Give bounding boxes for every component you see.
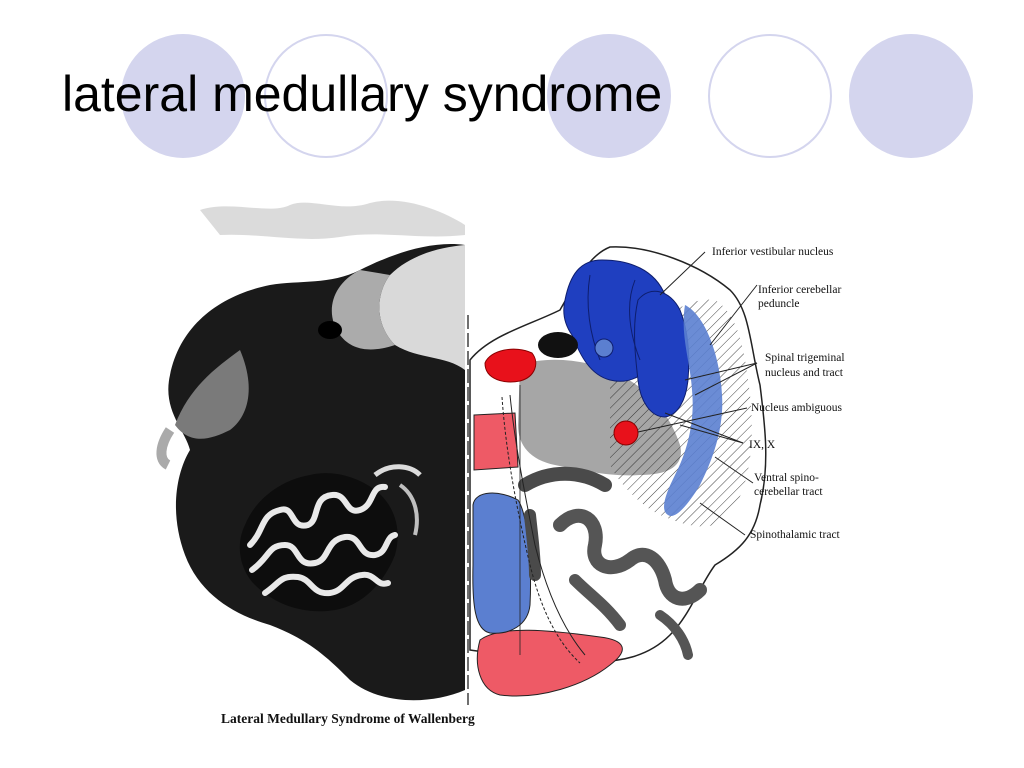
label-inferior-vestibular-nucleus: Inferior vestibular nucleus — [712, 246, 834, 258]
slide-title: lateral medullary syndrome — [62, 66, 663, 122]
label-ventral-spino-line1: Ventral spino- — [754, 472, 819, 484]
medulla-cross-section — [156, 200, 767, 705]
figure-caption: Lateral Medullary Syndrome of Wallenberg — [221, 711, 475, 726]
label-ventral-spino-line2: cerebellar tract — [754, 486, 823, 498]
decor-circle-2 — [264, 34, 388, 158]
label-spinal-trigeminal-line1: Spinal trigeminal — [765, 352, 845, 364]
label-inferior-cerebellar-line2: peduncle — [758, 298, 800, 310]
decor-circle-1 — [121, 34, 245, 158]
schematic-diagram — [469, 246, 767, 697]
label-nerves-ix-x: IX, X — [749, 439, 776, 451]
label-spinal-trigeminal-line2: nucleus and tract — [765, 367, 843, 379]
decor-circle-5 — [849, 34, 973, 158]
label-nucleus-ambiguous: Nucleus ambiguous — [751, 402, 843, 414]
histology-photo — [156, 200, 465, 701]
decor-circle-3 — [547, 34, 671, 158]
label-spinothalamic-tract: Spinothalamic tract — [750, 529, 840, 541]
medulla-figure: Inferior vestibular nucleus Inferior cer… — [140, 185, 880, 745]
decor-circle-4 — [708, 34, 832, 158]
label-inferior-cerebellar-line1: Inferior cerebellar — [758, 284, 842, 296]
